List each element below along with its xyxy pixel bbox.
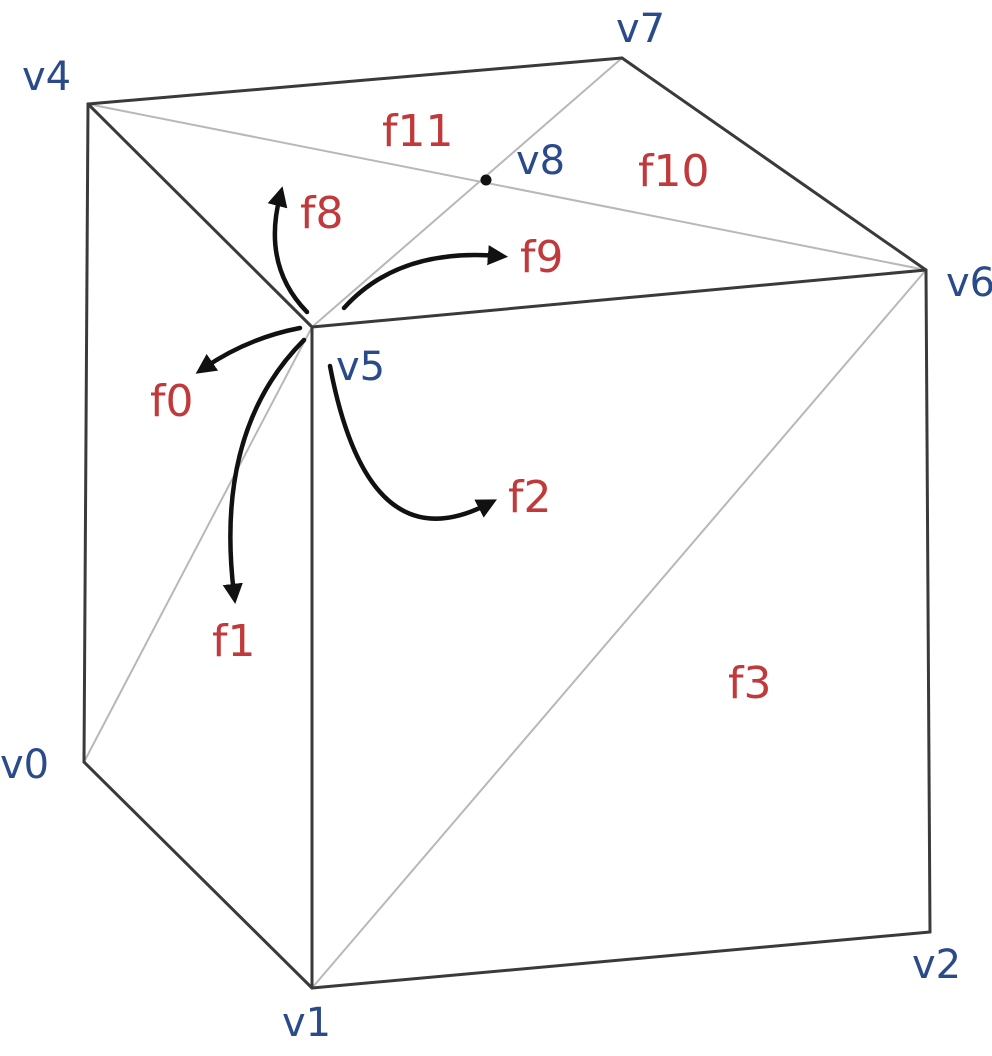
- edge-v0-v1: [82, 760, 314, 990]
- triangulation-diagonals: [83, 57, 927, 989]
- diagonal-v0-v5: [83, 326, 313, 763]
- vertex-label-v7: v7: [616, 6, 665, 52]
- face-label-f10: f10: [638, 146, 709, 197]
- vertex-label-v0: v0: [0, 742, 49, 788]
- cube-edges: [82, 56, 932, 990]
- face-label-f1: f1: [212, 616, 255, 667]
- edge-v5-v6: [310, 268, 928, 329]
- face-label-f9: f9: [520, 232, 563, 283]
- vertex-label-v4: v4: [22, 54, 71, 100]
- face-label-f0: f0: [150, 376, 193, 427]
- diagonal-v5-v7: [311, 57, 623, 328]
- vertex-v8-dot: [480, 174, 492, 186]
- arrow-to-f1: [222, 337, 307, 605]
- arrow-to-f2: [327, 363, 497, 521]
- arrow-to-f0: [195, 325, 303, 374]
- edge-v7-v6: [620, 56, 928, 272]
- face-label-f11: f11: [382, 106, 453, 157]
- face-label-f3: f3: [728, 658, 771, 709]
- vertex-label-v2: v2: [912, 942, 961, 988]
- vertex-label-v1: v1: [282, 1000, 331, 1046]
- vertex-label-v5: v5: [336, 344, 385, 390]
- diagonal-v1-v6: [311, 269, 927, 989]
- vertex-labels: v4 v7 v8 v6 v5 v0 v2 v1: [0, 6, 992, 1046]
- edge-v4-v7: [86, 56, 624, 106]
- edge-v4-v0: [82, 102, 90, 764]
- arrow-to-f8: [267, 186, 310, 315]
- face-labels: f11 f10 f8 f9 f0 f2 f1 f3: [150, 106, 771, 709]
- face-label-f2: f2: [508, 472, 551, 523]
- face-label-f8: f8: [300, 188, 343, 239]
- diagonal-v4-v6: [87, 103, 927, 271]
- arrow-to-f9: [341, 245, 509, 311]
- edge-v4-v5: [86, 102, 314, 329]
- vertex-label-v8: v8: [516, 138, 565, 184]
- adjacency-arrows: [195, 186, 509, 605]
- edge-v1-v2: [310, 930, 932, 990]
- vertex-label-v6: v6: [946, 260, 992, 306]
- edge-v6-v2: [924, 268, 932, 934]
